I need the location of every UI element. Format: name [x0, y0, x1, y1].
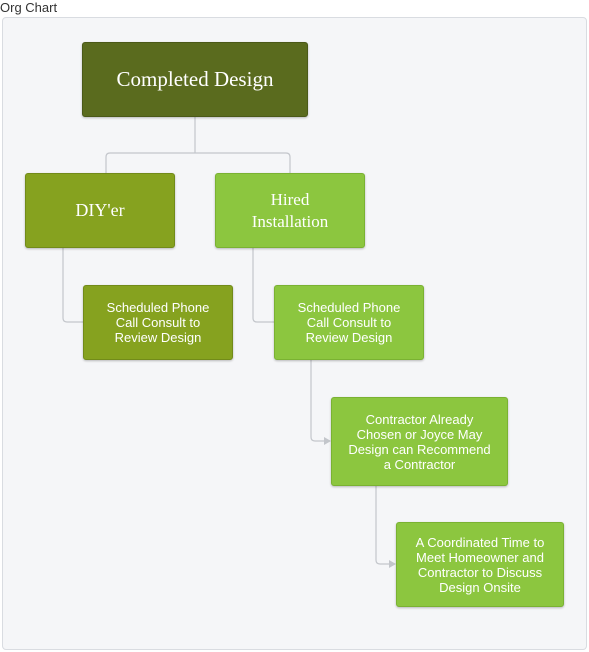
node-coordinated-meeting[interactable]: A Coordinated Time to Meet Homeowner and…	[396, 522, 564, 607]
node-hired-phone-consult[interactable]: Scheduled Phone Call Consult to Review D…	[274, 285, 424, 360]
node-diyer[interactable]: DIY'er	[25, 173, 175, 248]
connector-meeting	[375, 486, 389, 565]
connector-contractor	[310, 360, 324, 442]
node-diy-phone-consult-label: Scheduled Phone Call Consult to Review D…	[106, 300, 210, 345]
node-hired-phone-consult-label: Scheduled Phone Call Consult to Review D…	[297, 300, 401, 345]
node-completed-design[interactable]: Completed Design	[82, 42, 308, 117]
arrowhead-contractor	[324, 437, 331, 445]
node-contractor-label: Contractor Already Chosen or Joyce May D…	[348, 411, 491, 472]
connector-hired-child	[252, 248, 274, 323]
node-hired-installation-label: Hired Installation	[251, 189, 329, 231]
node-diyer-label: DIY'er	[75, 200, 125, 220]
node-diy-phone-consult[interactable]: Scheduled Phone Call Consult to Review D…	[83, 285, 233, 360]
chart-title: Org Chart	[0, 0, 58, 15]
arrowhead-meeting	[389, 560, 396, 568]
node-hired-installation[interactable]: Hired Installation	[215, 173, 365, 248]
node-coordinated-meeting-label: A Coordinated Time to Meet Homeowner and…	[415, 534, 545, 595]
connector-root-branch	[105, 152, 291, 173]
connector-diy-child	[62, 248, 83, 323]
node-completed-design-label: Completed Design	[116, 67, 274, 91]
node-contractor[interactable]: Contractor Already Chosen or Joyce May D…	[331, 397, 508, 486]
